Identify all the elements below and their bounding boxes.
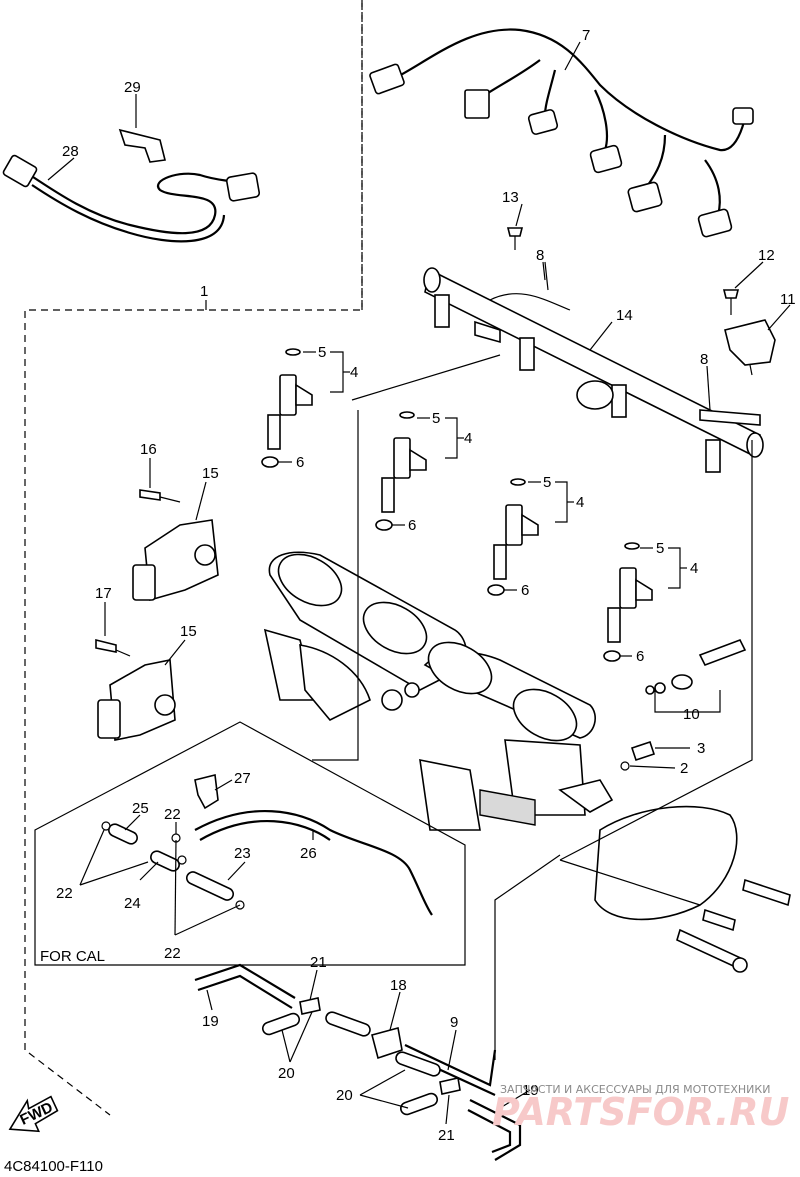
label-18: 18	[390, 977, 407, 994]
drawing-code: 4C84100-F110	[4, 1158, 103, 1175]
watermark-caption: ЗАПЧАСТИ И АКСЕССУАРЫ ДЛЯ МОТОТЕХНИКИ	[500, 1083, 770, 1096]
vacuum-hoses	[194, 963, 522, 1161]
label-6-b: 6	[408, 517, 416, 534]
for-cal-label: FOR CAL	[40, 948, 105, 965]
throttle-body-assembly	[263, 551, 614, 831]
sub-wire-harness	[369, 28, 754, 238]
label-11: 11	[780, 291, 796, 308]
label-4-b: 4	[464, 430, 472, 447]
label-5-c: 5	[543, 474, 551, 491]
label-24: 24	[124, 895, 141, 912]
label-21-lower: 21	[438, 1127, 455, 1144]
injector-4	[603, 542, 653, 662]
label-6-c: 6	[521, 582, 529, 599]
label-10: 10	[683, 706, 700, 723]
label-12: 12	[758, 247, 775, 264]
label-3: 3	[697, 740, 705, 757]
label-19-right: 19	[522, 1082, 539, 1099]
label-2: 2	[680, 760, 688, 777]
label-5-d: 5	[656, 540, 664, 557]
throttle-cover	[559, 805, 791, 973]
label-5-b: 5	[432, 410, 440, 427]
label-20-left: 20	[278, 1065, 295, 1082]
label-28: 28	[62, 143, 79, 160]
throttle-position-sensor-upper	[132, 489, 219, 602]
throttle-position-sensor-lower	[95, 638, 176, 741]
label-5-a: 5	[318, 344, 326, 361]
label-6-a: 6	[296, 454, 304, 471]
part-labels: 1 7 29 28 13 8 12 11 14 8 5 4 6 5 4 6 5 …	[40, 27, 796, 1144]
injector-3	[487, 478, 539, 596]
label-19-left: 19	[202, 1013, 219, 1030]
leader-lines	[47, 41, 791, 1125]
label-22-bottom: 22	[164, 945, 181, 962]
for-cal-inset	[34, 721, 466, 966]
label-20-right: 20	[336, 1087, 353, 1104]
label-17: 17	[95, 585, 112, 602]
label-8-lower: 8	[700, 351, 708, 368]
label-9: 9	[450, 1014, 458, 1031]
label-4-d: 4	[690, 560, 698, 577]
fwd-label: FWD	[17, 1099, 55, 1129]
label-4-a: 4	[350, 364, 358, 381]
fwd-arrow: FWD	[8, 1095, 59, 1133]
watermark: ЗАПЧАСТИ И АКСЕССУАРЫ ДЛЯ МОТОТЕХНИКИ PA…	[492, 1083, 790, 1134]
label-1: 1	[200, 283, 208, 300]
rail-fasteners	[506, 227, 776, 426]
injector-1	[261, 348, 313, 468]
label-13: 13	[502, 189, 519, 206]
label-15-lower: 15	[180, 623, 197, 640]
label-8-upper: 8	[536, 247, 544, 264]
label-21-upper: 21	[310, 954, 327, 971]
label-6-d: 6	[636, 648, 644, 665]
label-7: 7	[582, 27, 590, 44]
fuel-rail	[423, 267, 764, 473]
watermark-logo: PARTSFOR.RU	[492, 1090, 790, 1134]
injector-2	[375, 411, 427, 531]
label-26: 26	[300, 845, 317, 862]
label-15-upper: 15	[202, 465, 219, 482]
label-29: 29	[124, 79, 141, 96]
throttle-sensor-lead	[2, 128, 261, 243]
label-27: 27	[234, 770, 251, 787]
assembly-boundary	[24, 0, 363, 1116]
label-25: 25	[132, 800, 149, 817]
label-16: 16	[140, 441, 157, 458]
label-22-top: 22	[164, 806, 181, 823]
adjust-screw-set	[620, 638, 747, 771]
label-23: 23	[234, 845, 251, 862]
label-4-c: 4	[576, 494, 584, 511]
label-22-left: 22	[56, 885, 73, 902]
label-14: 14	[616, 307, 633, 324]
